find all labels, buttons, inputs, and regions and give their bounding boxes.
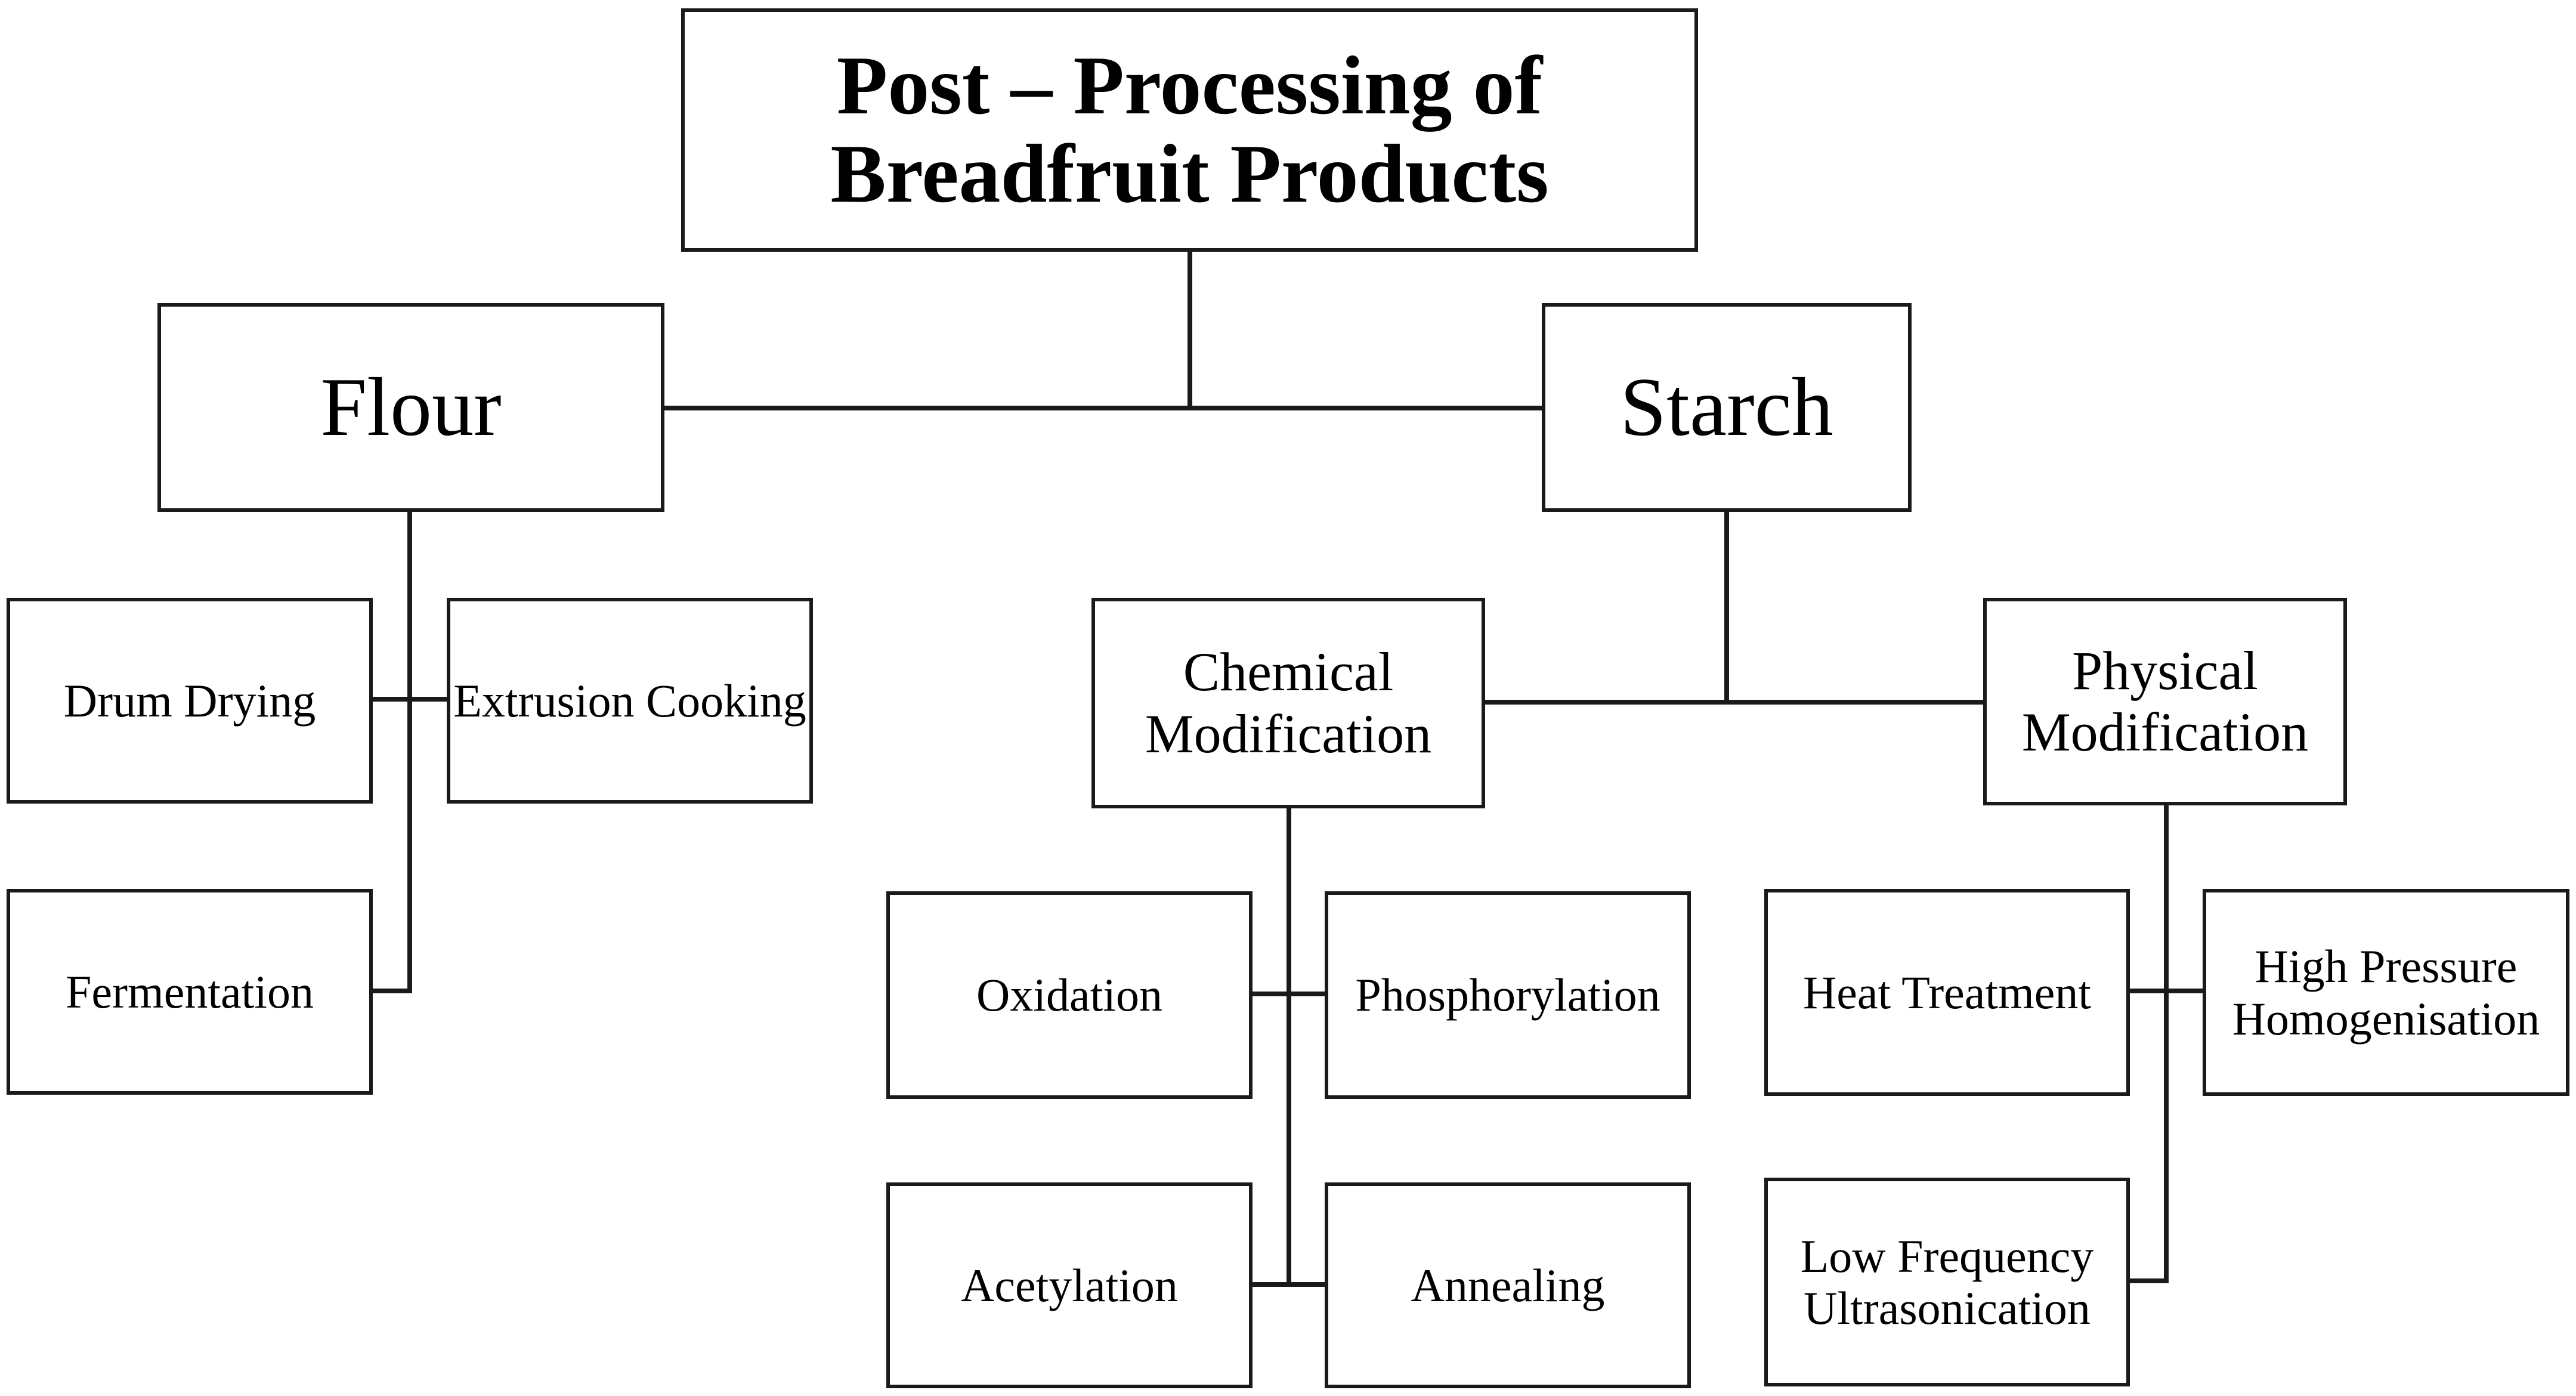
low-frequency-ultrasonication-node: Low Frequency Ultrasonication — [1764, 1178, 2130, 1386]
connector-starch-down — [1724, 510, 1729, 705]
connector-chemical-down — [1287, 805, 1291, 1287]
chemical-modification-node: Chemical Modification — [1091, 598, 1485, 808]
flour-node: Flour — [157, 303, 664, 512]
lfu-line1: Low Frequency — [1800, 1230, 2094, 1282]
hph-line2: Homogenisation — [2232, 992, 2540, 1045]
connector-fermentation — [370, 989, 412, 993]
chemical-modification-line1: Chemical — [1183, 641, 1394, 703]
connector-lfu — [2127, 1278, 2169, 1283]
lfu-line2: Ultrasonication — [1804, 1282, 2091, 1334]
fermentation-label: Fermentation — [66, 965, 314, 1018]
annealing-label: Annealing — [1411, 1259, 1605, 1311]
annealing-node: Annealing — [1325, 1182, 1691, 1388]
fermentation-node: Fermentation — [7, 889, 373, 1095]
acetylation-node: Acetylation — [886, 1182, 1253, 1388]
root-title-line2: Breadfruit Products — [830, 128, 1549, 220]
heat-treatment-label: Heat Treatment — [1802, 966, 2092, 1018]
root-node: Post – Processing of Breadfruit Products — [681, 8, 1698, 252]
oxidation-node: Oxidation — [886, 891, 1253, 1099]
connector-flour-starch-bar — [662, 406, 1545, 410]
connector-oxidation-phosphorylation — [1250, 992, 1328, 996]
starch-node: Starch — [1542, 303, 1912, 512]
connector-drum-extrusion — [370, 697, 450, 702]
phosphorylation-label: Phosphorylation — [1355, 969, 1660, 1021]
heat-treatment-node: Heat Treatment — [1764, 889, 2130, 1096]
connector-flour-down — [407, 510, 412, 993]
oxidation-label: Oxidation — [976, 969, 1162, 1021]
chemical-modification-line2: Modification — [1145, 703, 1432, 764]
starch-label: Starch — [1620, 360, 1833, 453]
phosphorylation-node: Phosphorylation — [1325, 891, 1691, 1099]
connector-physical-down — [2164, 802, 2169, 1283]
drum-drying-node: Drum Drying — [7, 598, 373, 804]
high-pressure-homogenisation-node: High Pressure Homogenisation — [2203, 889, 2569, 1096]
root-title-line1: Post – Processing of — [836, 39, 1543, 132]
connector-root-down — [1188, 251, 1192, 410]
acetylation-label: Acetylation — [961, 1259, 1178, 1311]
flour-label: Flour — [320, 360, 502, 453]
physical-modification-line2: Modification — [2021, 702, 2309, 762]
connector-chemical-physical-bar — [1482, 700, 1988, 705]
drum-drying-label: Drum Drying — [63, 674, 316, 727]
connector-acetylation-annealing — [1250, 1282, 1328, 1287]
hph-line1: High Pressure — [2255, 940, 2518, 993]
physical-modification-line1: Physical — [2072, 640, 2258, 701]
extrusion-cooking-node: Extrusion Cooking — [447, 598, 813, 804]
connector-heat-hph — [2127, 989, 2206, 993]
physical-modification-node: Physical Modification — [1983, 598, 2347, 805]
extrusion-cooking-label: Extrusion Cooking — [453, 674, 806, 727]
